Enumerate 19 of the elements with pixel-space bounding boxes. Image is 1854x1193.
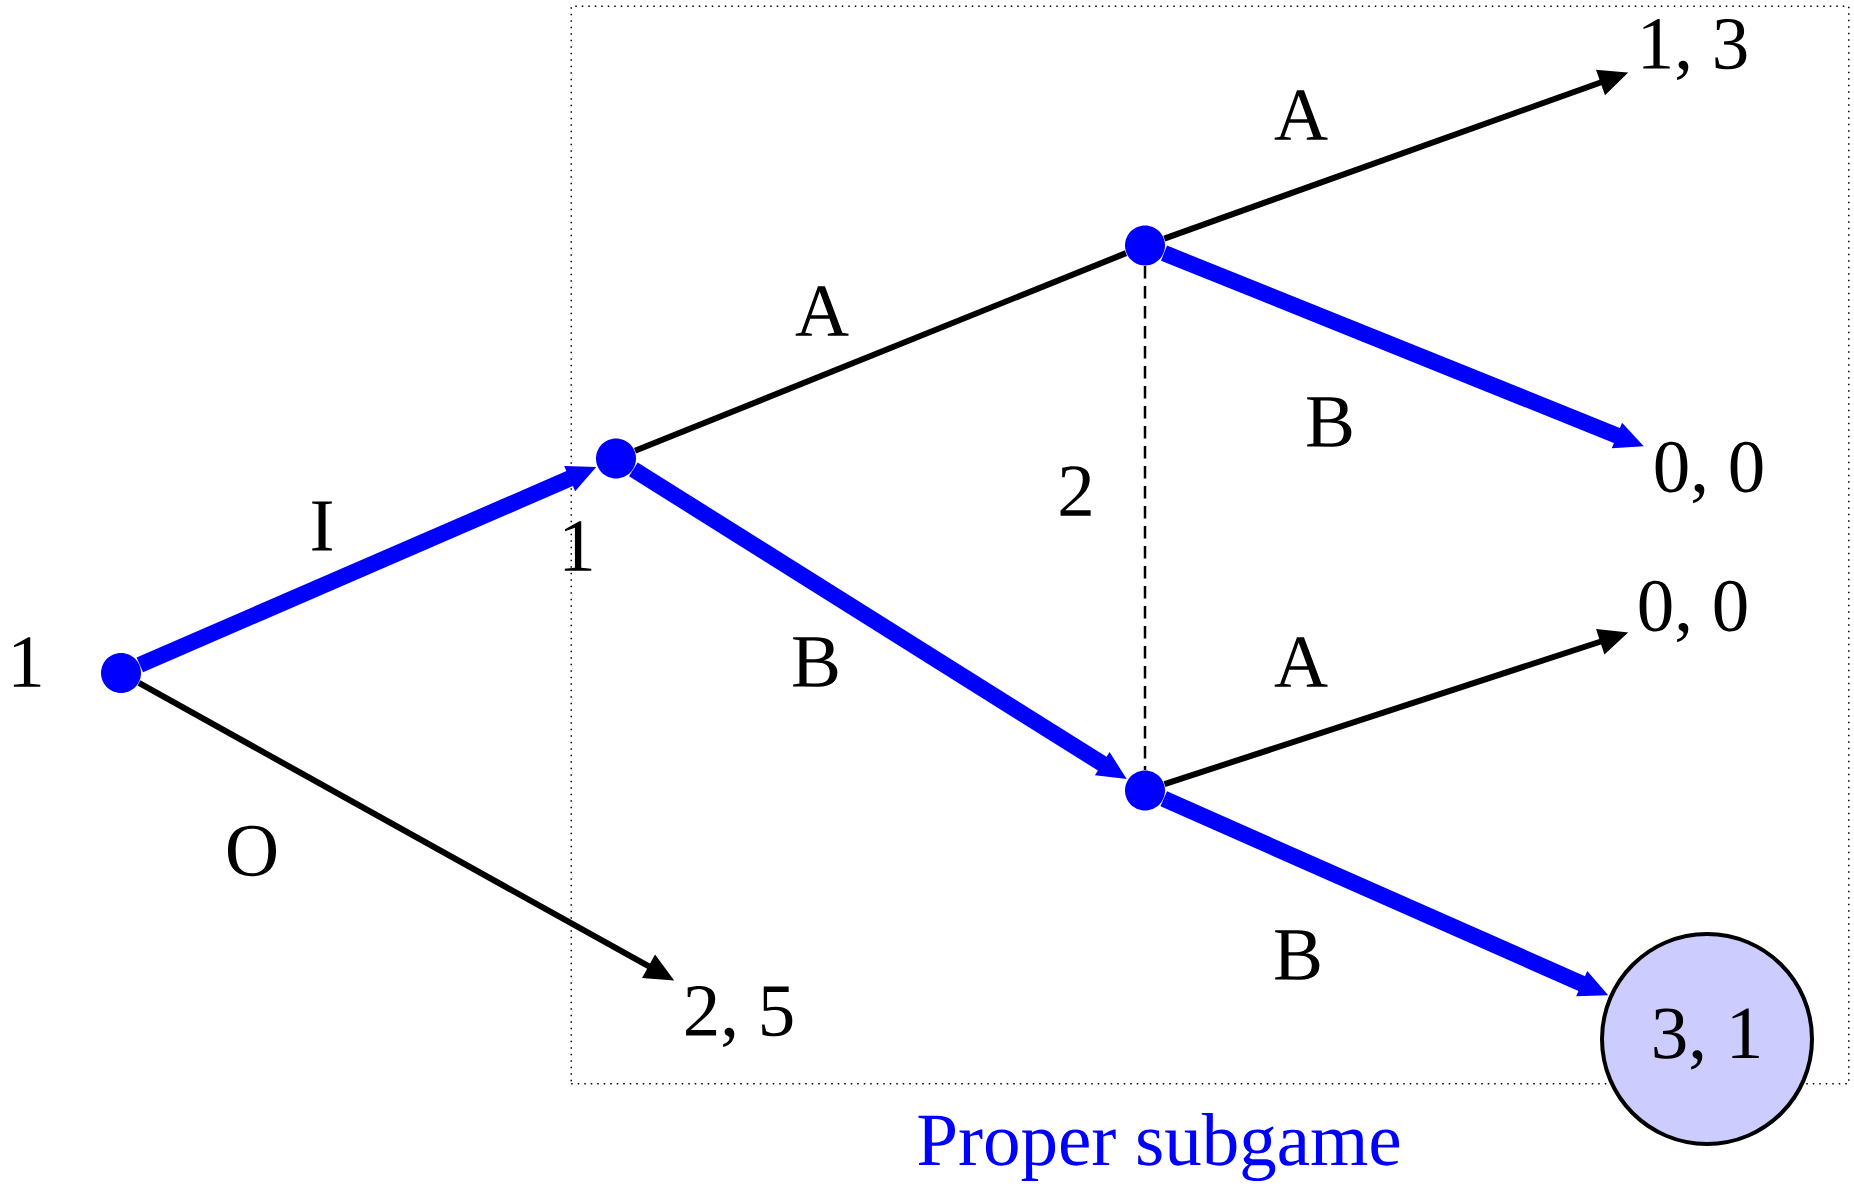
edge-label: O — [222, 823, 282, 879]
payoff-label: 0, 0 — [1655, 441, 1763, 504]
edge-label: 2 — [1054, 463, 1098, 519]
edge-label: A — [792, 283, 852, 339]
edge-label: B — [1270, 927, 1326, 983]
info-set-line — [1143, 266, 1147, 770]
payoff-label: 0, 0 — [1639, 580, 1747, 643]
payoff-label: 1, 3 — [1643, 18, 1747, 81]
edge-label: B — [788, 634, 844, 690]
decision-node — [1125, 225, 1165, 266]
player-label: 1 — [13, 637, 41, 687]
edge-label: I — [307, 498, 337, 554]
decision-node — [1125, 770, 1165, 811]
edge-label: B — [1302, 394, 1358, 450]
edge-label: A — [1271, 634, 1331, 690]
payoff-label: 2, 5 — [686, 985, 793, 1048]
node-label: Proper subgame — [918, 1112, 1400, 1182]
player-label: 1 — [564, 521, 592, 571]
edge-label: A — [1271, 87, 1331, 143]
